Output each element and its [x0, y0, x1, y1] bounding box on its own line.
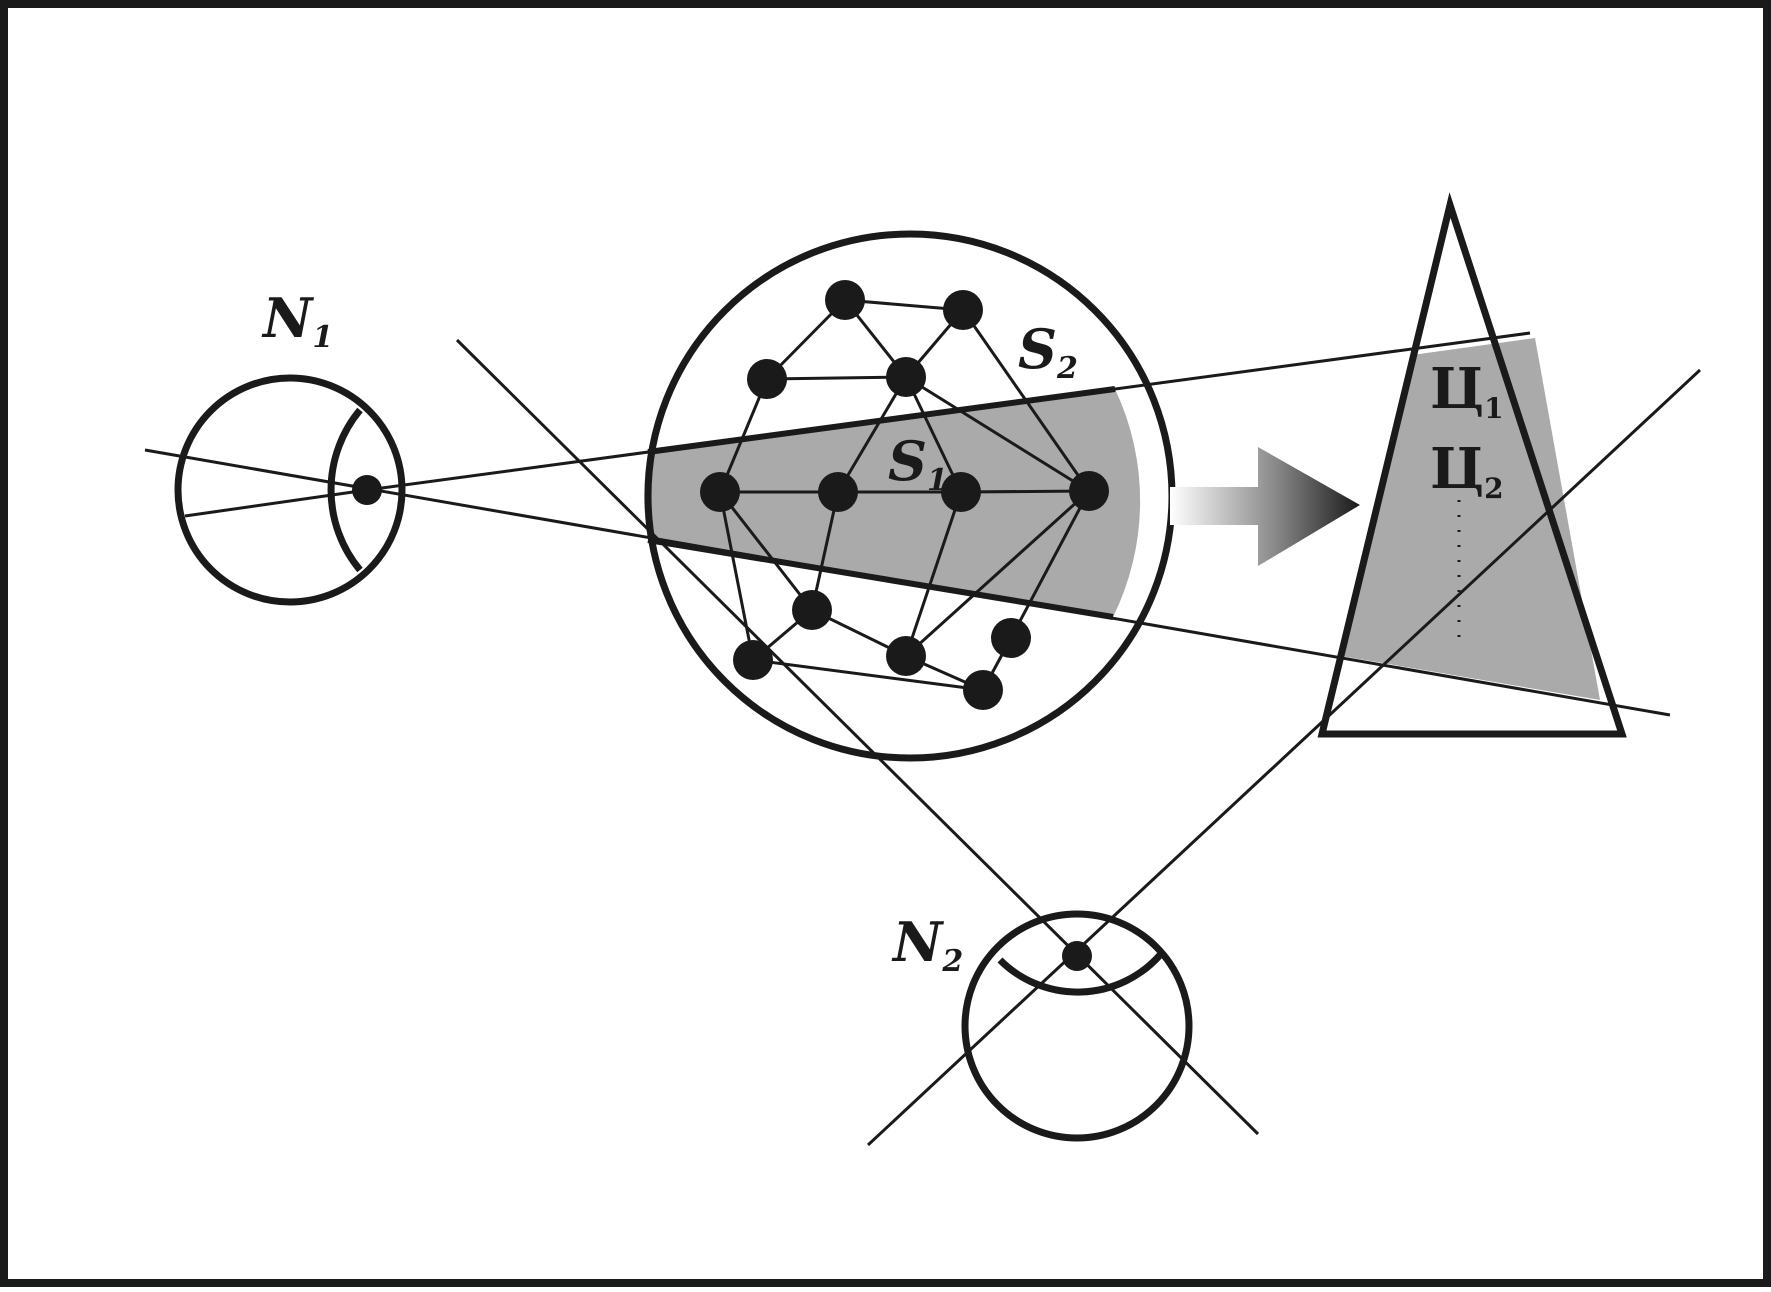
graph-edge	[1009, 490, 1091, 639]
goal2-label: Ц2	[1430, 436, 1504, 505]
observer1-eye-circle	[174, 374, 406, 606]
system-graph-nodes	[700, 280, 1109, 710]
observer2-eye	[961, 910, 1193, 1142]
graph-edge	[904, 376, 963, 493]
goal-triangle-shade	[1341, 338, 1600, 700]
gradient-right-arrow-icon	[1170, 447, 1360, 566]
graph-node	[886, 357, 926, 397]
observer1-lens-arc	[327, 407, 363, 573]
graph-edge	[904, 491, 963, 657]
system-s2-label: S2	[1018, 317, 1078, 386]
graph-node	[991, 618, 1031, 658]
observer1-wedge-edge-lower	[647, 537, 1114, 620]
graph-node	[941, 472, 981, 512]
observer2-sight-line-b	[866, 368, 1702, 1147]
graph-edge	[836, 376, 908, 493]
graph-edge	[718, 491, 755, 661]
observer2-sight-line-a	[455, 338, 1260, 1136]
graph-edge	[904, 489, 1091, 658]
goal1-label: Ц1	[1430, 356, 1504, 425]
graph-edge	[718, 378, 769, 493]
graph-node	[700, 472, 740, 512]
observer1-pupil	[352, 475, 382, 505]
graph-node	[733, 640, 773, 680]
graph-node	[818, 472, 858, 512]
goal-triangle	[1317, 192, 1627, 738]
graph-edge	[810, 491, 840, 611]
graph-edge	[766, 375, 907, 381]
graph-edge	[718, 491, 814, 611]
observer1-eye	[174, 374, 406, 606]
graph-edge	[961, 309, 1091, 492]
observer2-eye-circle	[961, 910, 1193, 1142]
graph-edge	[960, 489, 1090, 494]
graph-node	[747, 359, 787, 399]
observer1-sight-line-inner	[184, 488, 368, 518]
observer2-pupil	[1062, 941, 1092, 971]
graph-edge	[905, 375, 1090, 493]
graph-node	[1069, 471, 1109, 511]
graph-node	[943, 290, 983, 330]
observer2-label: N2	[891, 910, 963, 979]
graph-node	[886, 636, 926, 676]
observer1-label: N1	[261, 286, 333, 355]
graph-node	[825, 280, 865, 320]
graph-node	[963, 670, 1003, 710]
graph-edge	[752, 658, 984, 692]
graph-node	[792, 590, 832, 630]
observer2-lens-arc	[997, 952, 1163, 996]
system-s1-label: S1	[888, 429, 948, 498]
